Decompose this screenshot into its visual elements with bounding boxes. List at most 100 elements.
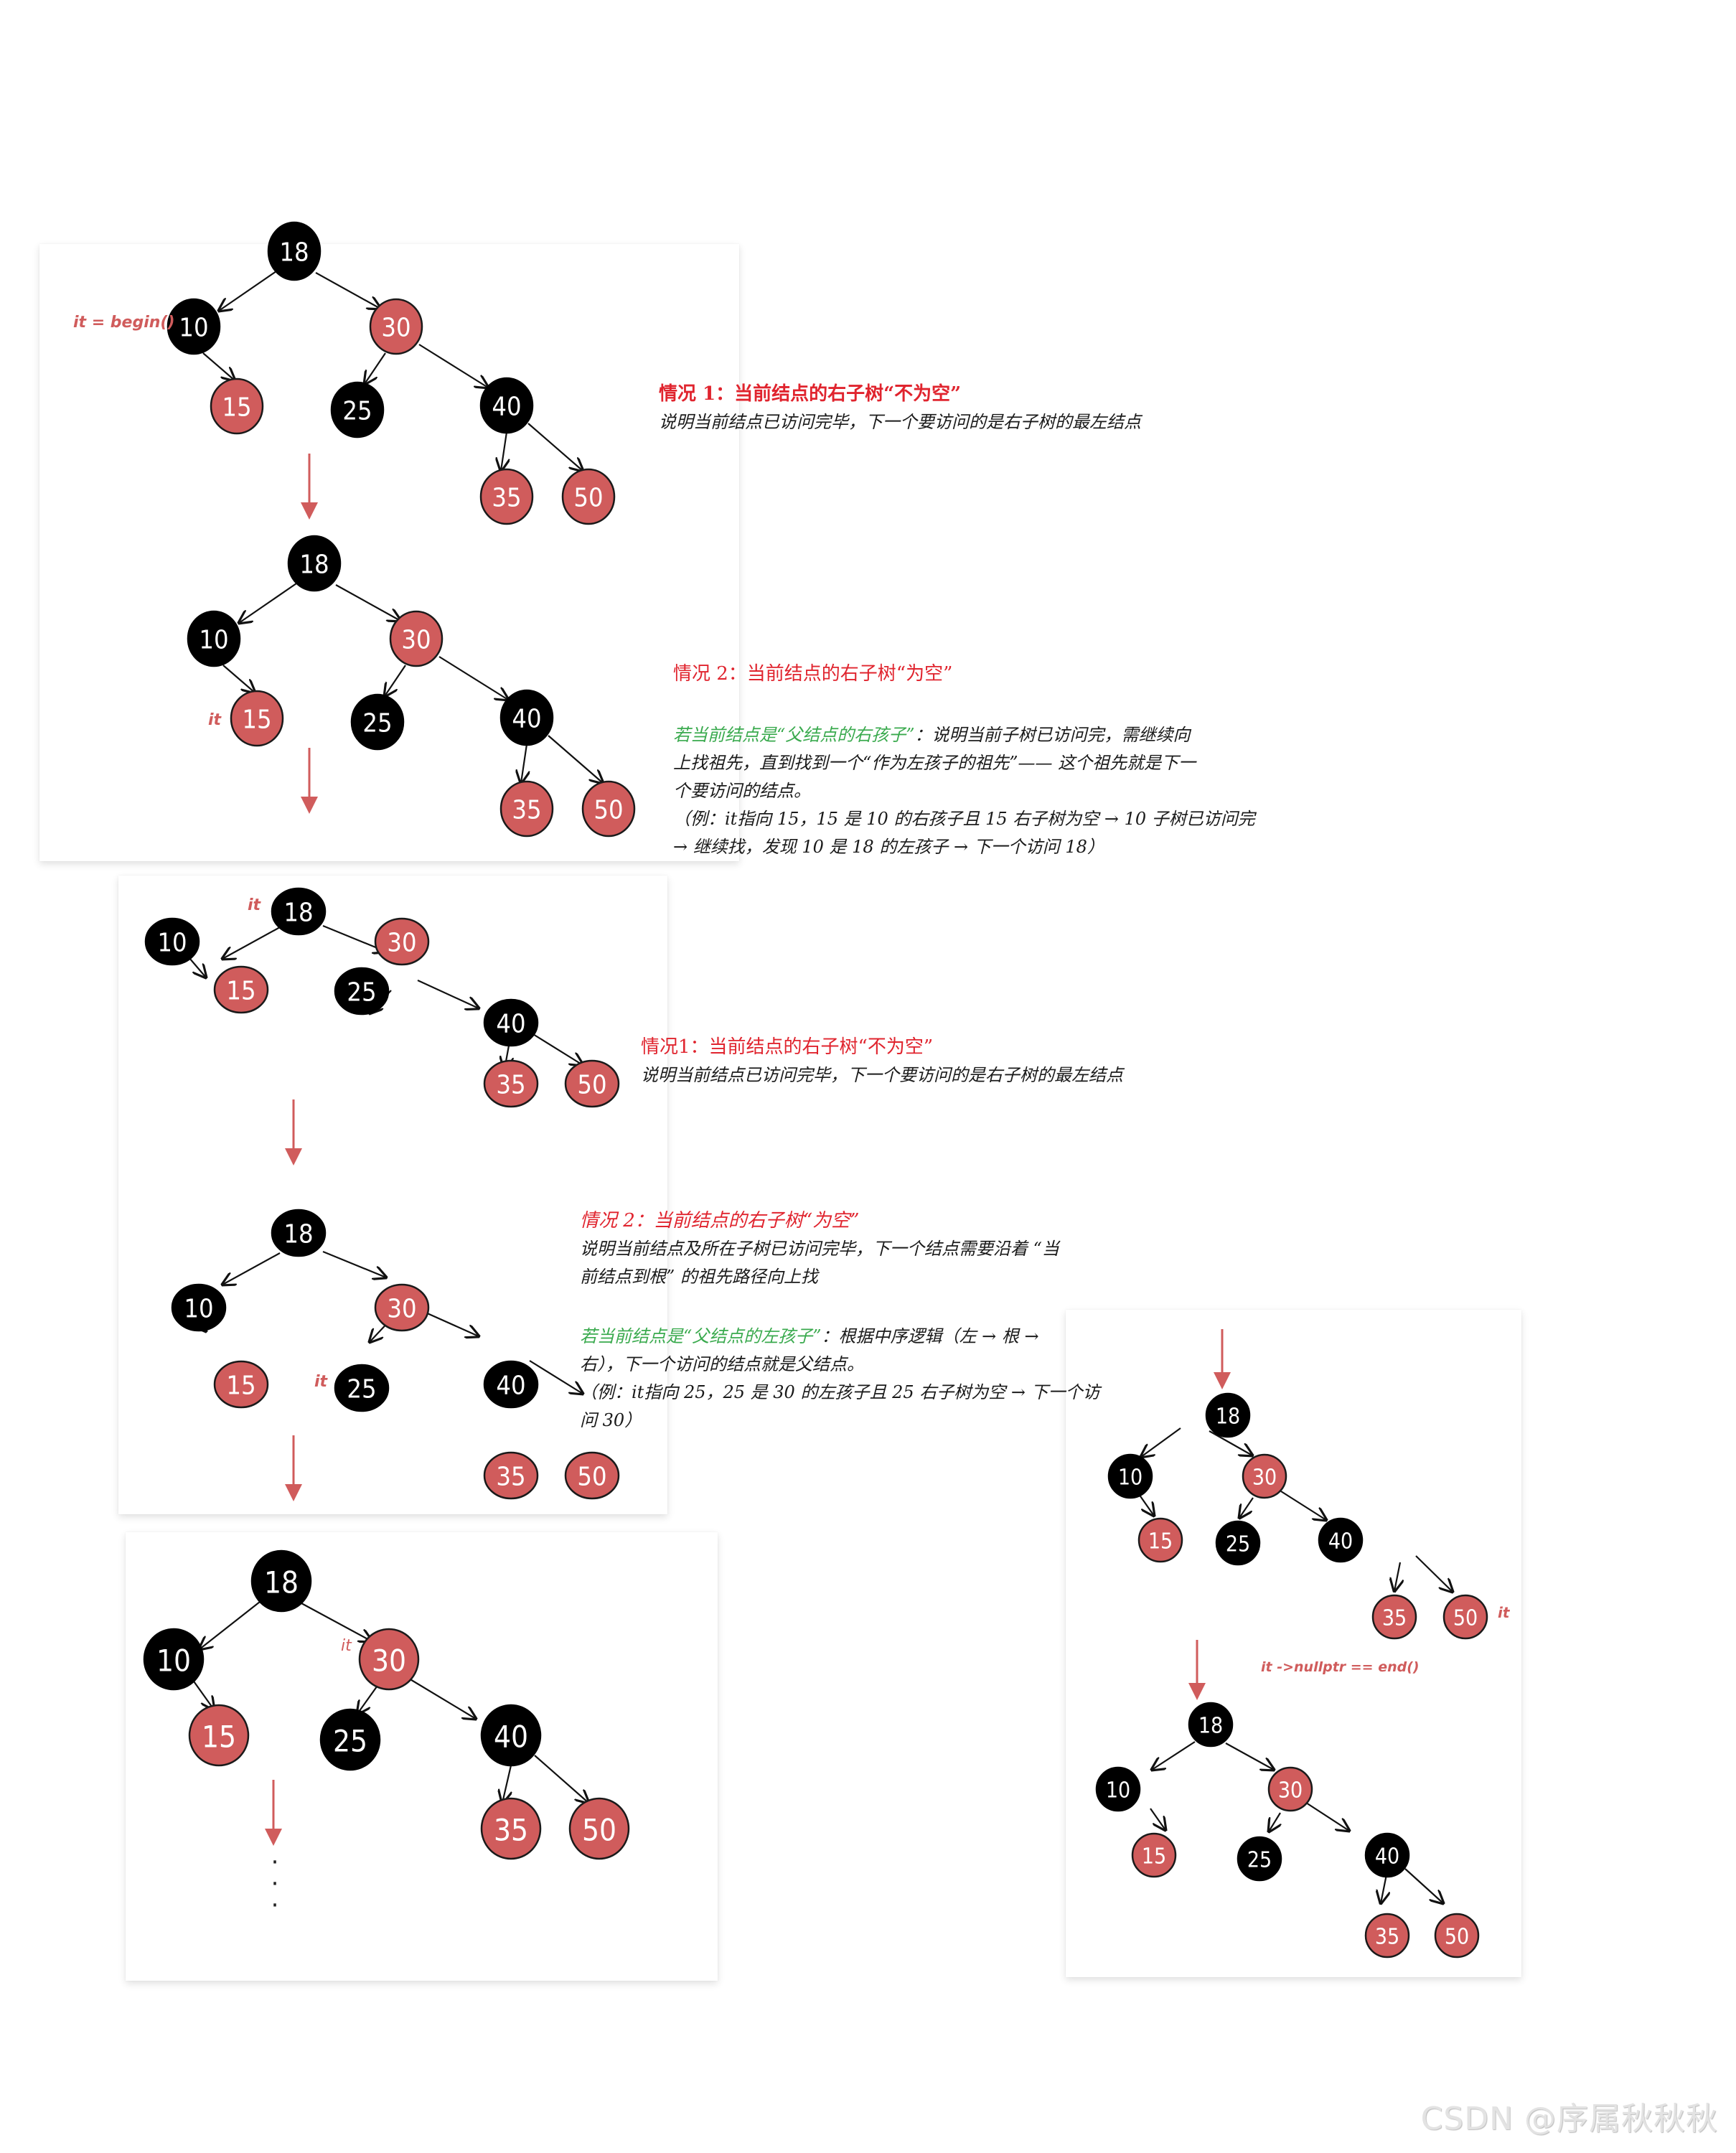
case-2-example-line2: → 继续找，发现 10 是 18 的左孩子 → 下一个访问 18） (673, 837, 1104, 857)
csdn-watermark: CSDN @序属秋秋秋 (1420, 2101, 1718, 2137)
node-35: 35 (479, 468, 534, 525)
svg-text:18: 18 (283, 1220, 313, 1249)
node-35: 35 (499, 780, 554, 838)
end-iterator-label: it ->nullptr == end() (1261, 1659, 1420, 1675)
node-15: 15 (210, 377, 264, 435)
svg-text:50: 50 (577, 1463, 606, 1492)
rb-tree-3: 18 10 30 15 25 40 35 50 it (144, 887, 620, 1108)
svg-text:30: 30 (381, 314, 410, 343)
svg-text:10: 10 (179, 314, 208, 343)
node-15: 15 (1137, 1517, 1183, 1563)
svg-text:40: 40 (494, 1720, 528, 1755)
right-child-condition: 若当前结点是“父结点的右孩子” (673, 725, 915, 745)
svg-text:18: 18 (283, 899, 313, 928)
node-18: 18 (1188, 1702, 1234, 1748)
svg-text:10: 10 (199, 626, 228, 655)
node-18: 18 (271, 887, 327, 936)
node-15: 15 (213, 965, 269, 1014)
svg-text:25: 25 (362, 709, 392, 738)
node-25: 25 (330, 381, 385, 438)
step-arrow-down-icon (1214, 1329, 1231, 1389)
case-2-repeat-line3: ：根据中序逻辑（左 → 根 → (821, 1326, 1039, 1346)
case-2-repeat-line1: 说明当前结点及所在子树已访问完毕，下一个结点需要沿着 “当 (580, 1239, 1059, 1259)
node-25: 25 (334, 1364, 390, 1412)
node-10: 10 (166, 298, 221, 355)
svg-text:30: 30 (372, 1643, 406, 1679)
node-25: 25 (1237, 1836, 1282, 1882)
svg-text:35: 35 (492, 484, 521, 513)
case-2-repeat-line4: 右），下一个访问的结点就是父结点。 (580, 1354, 864, 1374)
case-1-repeat-title: 情况1：当前结点的右子树“不为空” (641, 1036, 934, 1058)
svg-text:15: 15 (222, 393, 251, 423)
svg-text:15: 15 (226, 1371, 255, 1401)
node-35: 35 (1364, 1913, 1410, 1959)
node-40: 40 (499, 689, 554, 746)
node-15: 15 (213, 1360, 269, 1409)
svg-text:30: 30 (387, 1295, 416, 1324)
node-18: 18 (1205, 1392, 1251, 1438)
node-50: 50 (568, 1797, 630, 1860)
rb-tree-1: 18 10 30 15 25 40 35 50 it = begin() (73, 221, 616, 525)
case-1-repeat-body: 说明当前结点已访问完毕，下一个要访问的是右子树的最左结点 (641, 1065, 1123, 1085)
svg-text:10: 10 (156, 1643, 191, 1679)
node-10: 10 (187, 610, 241, 667)
node-18: 18 (267, 221, 322, 281)
case-2-repeat-example-line1: （例：it指向 25，25 是 30 的左孩子且 25 右子树为空 → 下一个访 (580, 1382, 1100, 1402)
case-2-title: 情况 2：当前结点的右子树“为空” (673, 663, 953, 685)
svg-text:25: 25 (347, 1375, 376, 1404)
node-10: 10 (144, 917, 200, 966)
svg-text:18: 18 (1198, 1714, 1223, 1739)
node-25: 25 (1215, 1520, 1261, 1566)
iterator-label: it (314, 1373, 329, 1391)
node-10: 10 (1095, 1766, 1141, 1812)
node-50: 50 (564, 1059, 620, 1108)
node-35: 35 (1371, 1594, 1417, 1640)
rb-tree-2: 18 10 30 15 25 40 35 50 it (187, 535, 636, 838)
iterator-label: it (248, 896, 262, 914)
node-25: 25 (350, 693, 405, 751)
node-50: 50 (561, 468, 616, 525)
left-child-condition: 若当前结点是“父结点的左孩子” (580, 1326, 822, 1346)
svg-text:50: 50 (577, 1071, 606, 1100)
case-2-repeat-title: 情况 2：当前结点的右子树“为空” (580, 1210, 860, 1232)
node-15: 15 (230, 690, 284, 747)
case-2-repeat-example-line2: 问 30） (580, 1410, 642, 1430)
svg-text:35: 35 (496, 1463, 525, 1492)
step-arrow-down-icon (1188, 1640, 1206, 1700)
node-30: 30 (1267, 1766, 1313, 1812)
svg-text:15: 15 (242, 705, 271, 735)
node-50: 50 (564, 1451, 620, 1500)
svg-text:35: 35 (512, 796, 541, 825)
svg-text:15: 15 (1142, 1844, 1166, 1870)
iterator-label: it (208, 711, 222, 729)
svg-text:25: 25 (347, 978, 376, 1008)
rb-tree-7: 18 10 30 15 25 40 35 50 (1095, 1702, 1480, 1959)
svg-text:25: 25 (342, 397, 372, 426)
node-35: 35 (483, 1451, 539, 1500)
iterator-begin-label: it = begin() (73, 314, 175, 332)
svg-text:10: 10 (184, 1295, 213, 1324)
explanation-case-2-right-child: 情况 2：当前结点的右子树“为空” 若当前结点是“父结点的右孩子”：说明当前子树… (673, 660, 1305, 861)
svg-text:35: 35 (1375, 1925, 1399, 1950)
svg-text:15: 15 (226, 977, 255, 1006)
continuation-ellipsis: ··· (271, 1848, 279, 1920)
svg-text:50: 50 (593, 796, 623, 825)
panel-step-3-4 (118, 876, 667, 1514)
svg-text:50: 50 (573, 484, 603, 513)
svg-text:18: 18 (1216, 1404, 1240, 1430)
node-40: 40 (1364, 1832, 1410, 1878)
case-2-example-line1: （例：it指向 15，15 是 10 的右孩子且 15 右子树为空 → 10 子… (673, 809, 1255, 829)
node-40: 40 (479, 377, 534, 434)
node-40: 40 (483, 1360, 539, 1409)
svg-text:18: 18 (264, 1565, 299, 1600)
svg-text:30: 30 (1252, 1465, 1277, 1491)
explanation-case-1: 情况 1：当前结点的右子树“不为空” 说明当前结点已访问完毕，下一个要访问的是右… (659, 380, 1305, 436)
node-15: 15 (1131, 1832, 1177, 1878)
node-10: 10 (143, 1628, 205, 1691)
svg-text:40: 40 (1375, 1844, 1399, 1870)
node-15: 15 (188, 1704, 250, 1767)
node-30: 30 (1242, 1453, 1287, 1499)
node-40: 40 (483, 998, 539, 1047)
svg-text:50: 50 (1453, 1606, 1478, 1631)
iterator-label: it (341, 1637, 352, 1655)
